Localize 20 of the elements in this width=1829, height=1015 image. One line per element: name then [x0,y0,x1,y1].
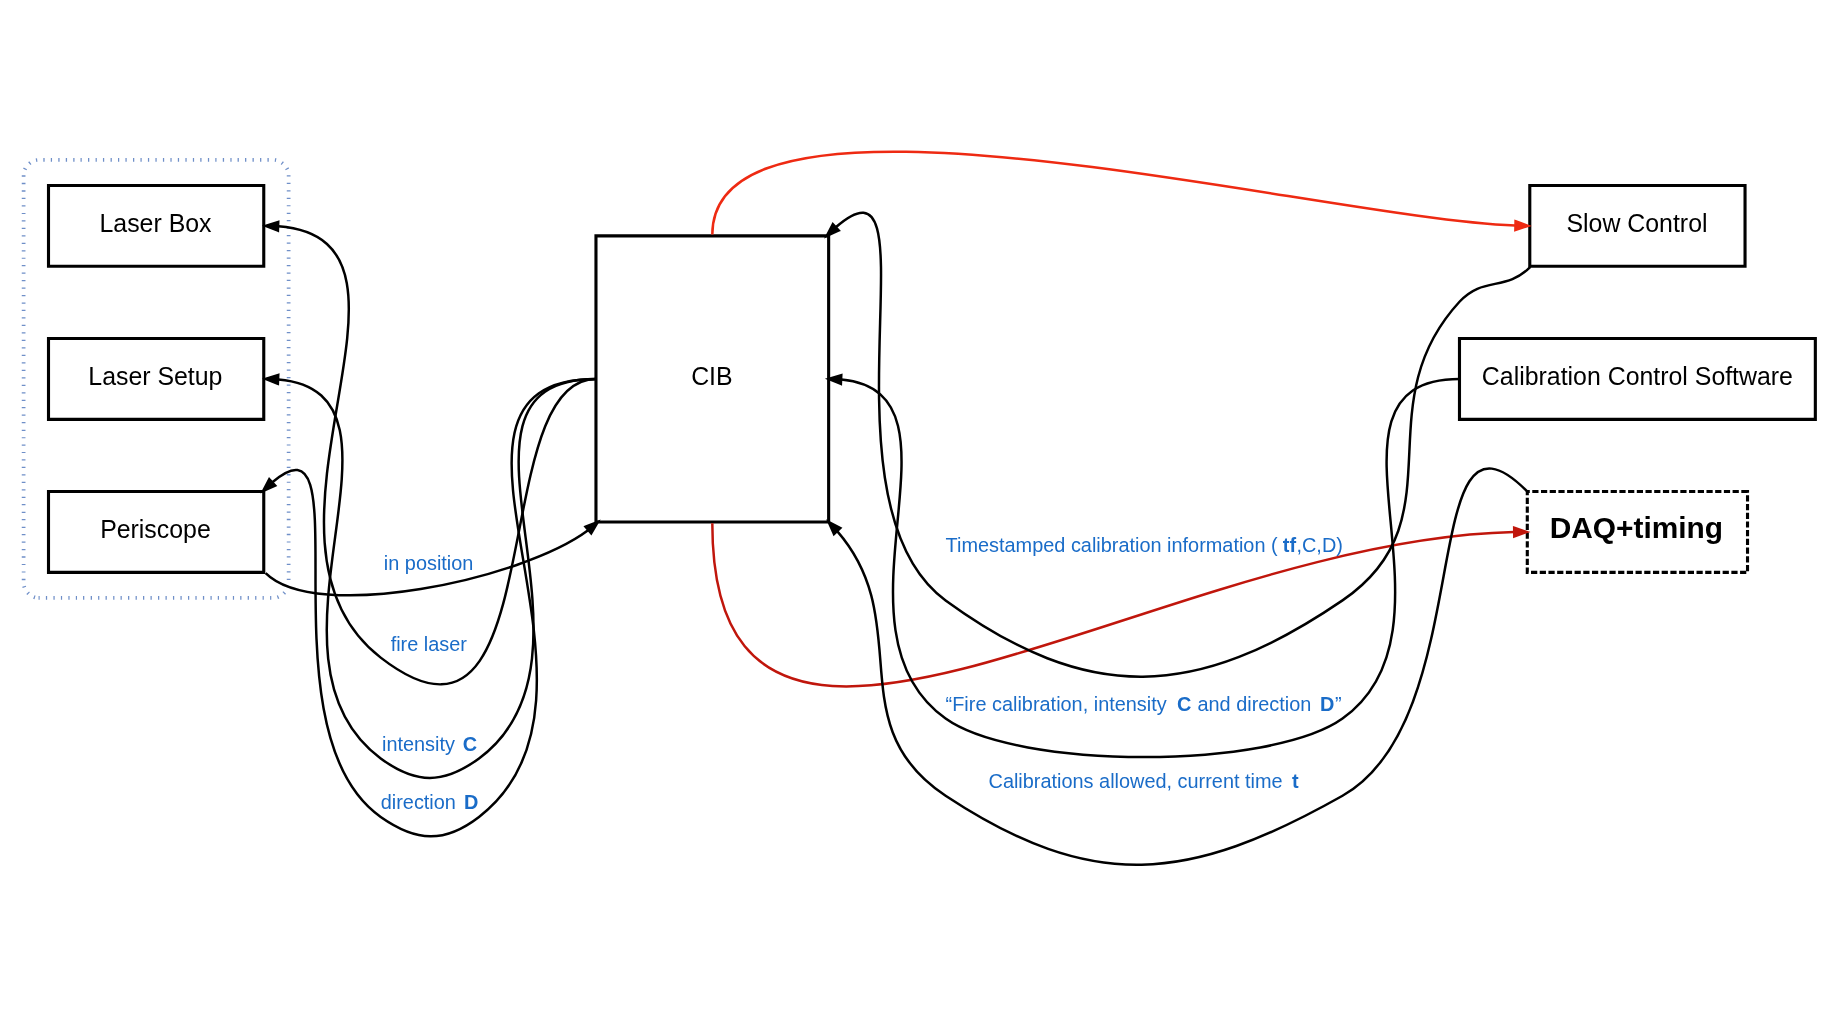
node-box: Laser Box [46,183,266,268]
node-box: DAQ+timing [1525,489,1750,574]
arrow [824,212,1532,678]
arrow [826,468,1528,866]
node-box: Laser Setup [46,336,266,421]
arrow [824,373,1460,759]
edge-label: Timestamped calibration information (tf,C,D) [945,533,1343,556]
node-box: Periscope [46,489,266,574]
edge-label: direction D [380,791,479,814]
node-box: Calibration Control Software [1457,336,1817,421]
edge-label: fire laser [390,633,467,656]
node-box: CIB [594,234,831,524]
node-box: Slow Control [1528,183,1747,268]
edge-label: Calibrations allowed, current time t [988,770,1299,793]
arrow [711,150,1532,235]
edge-label: in position [383,552,474,575]
arrow [711,523,1531,688]
cluster [21,158,291,600]
edge-label: “Fire calibration, intensity C and direction D” [945,692,1342,715]
edge-label: intensity C [381,732,478,755]
